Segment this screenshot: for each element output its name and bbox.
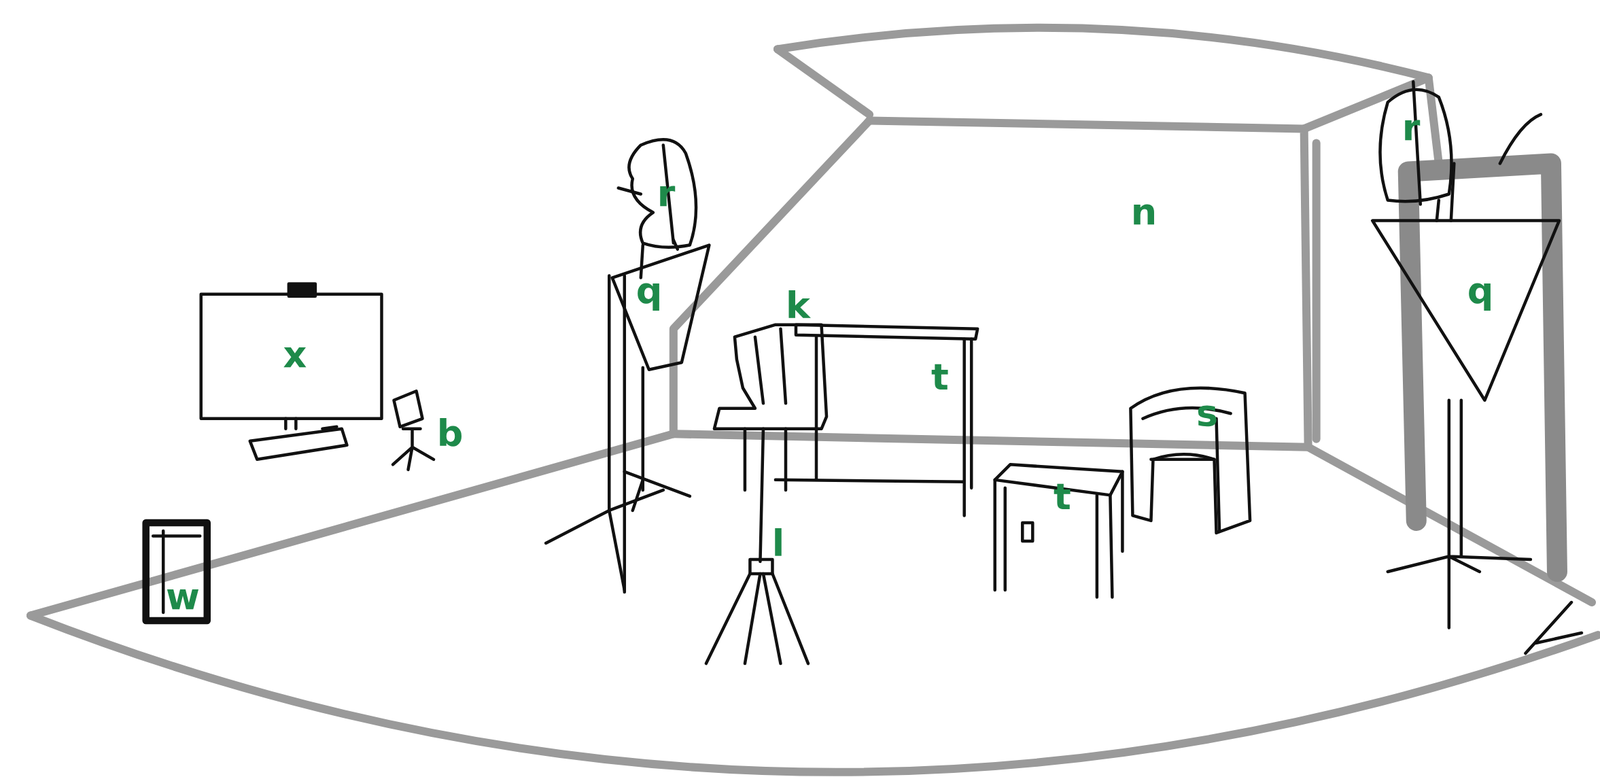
callout-letter: x xyxy=(283,336,308,374)
callout-letter: t xyxy=(1053,478,1072,516)
callout-letter: s xyxy=(1196,394,1219,432)
callout-letter: r xyxy=(657,175,676,213)
door-frame xyxy=(1408,163,1558,572)
room-outline xyxy=(30,27,1598,773)
studio-objects xyxy=(146,81,1582,664)
callout-letter: n xyxy=(1131,193,1157,231)
callout-letter: t xyxy=(931,358,949,396)
callout-letter: b xyxy=(437,415,464,452)
callout-letter: r xyxy=(1402,109,1421,147)
callout-letter: q xyxy=(1467,272,1494,310)
callout-letter: w xyxy=(165,578,200,616)
callout-letter: q xyxy=(636,272,663,310)
callout-letter: k xyxy=(785,287,811,325)
callout-letter: l xyxy=(772,525,786,563)
